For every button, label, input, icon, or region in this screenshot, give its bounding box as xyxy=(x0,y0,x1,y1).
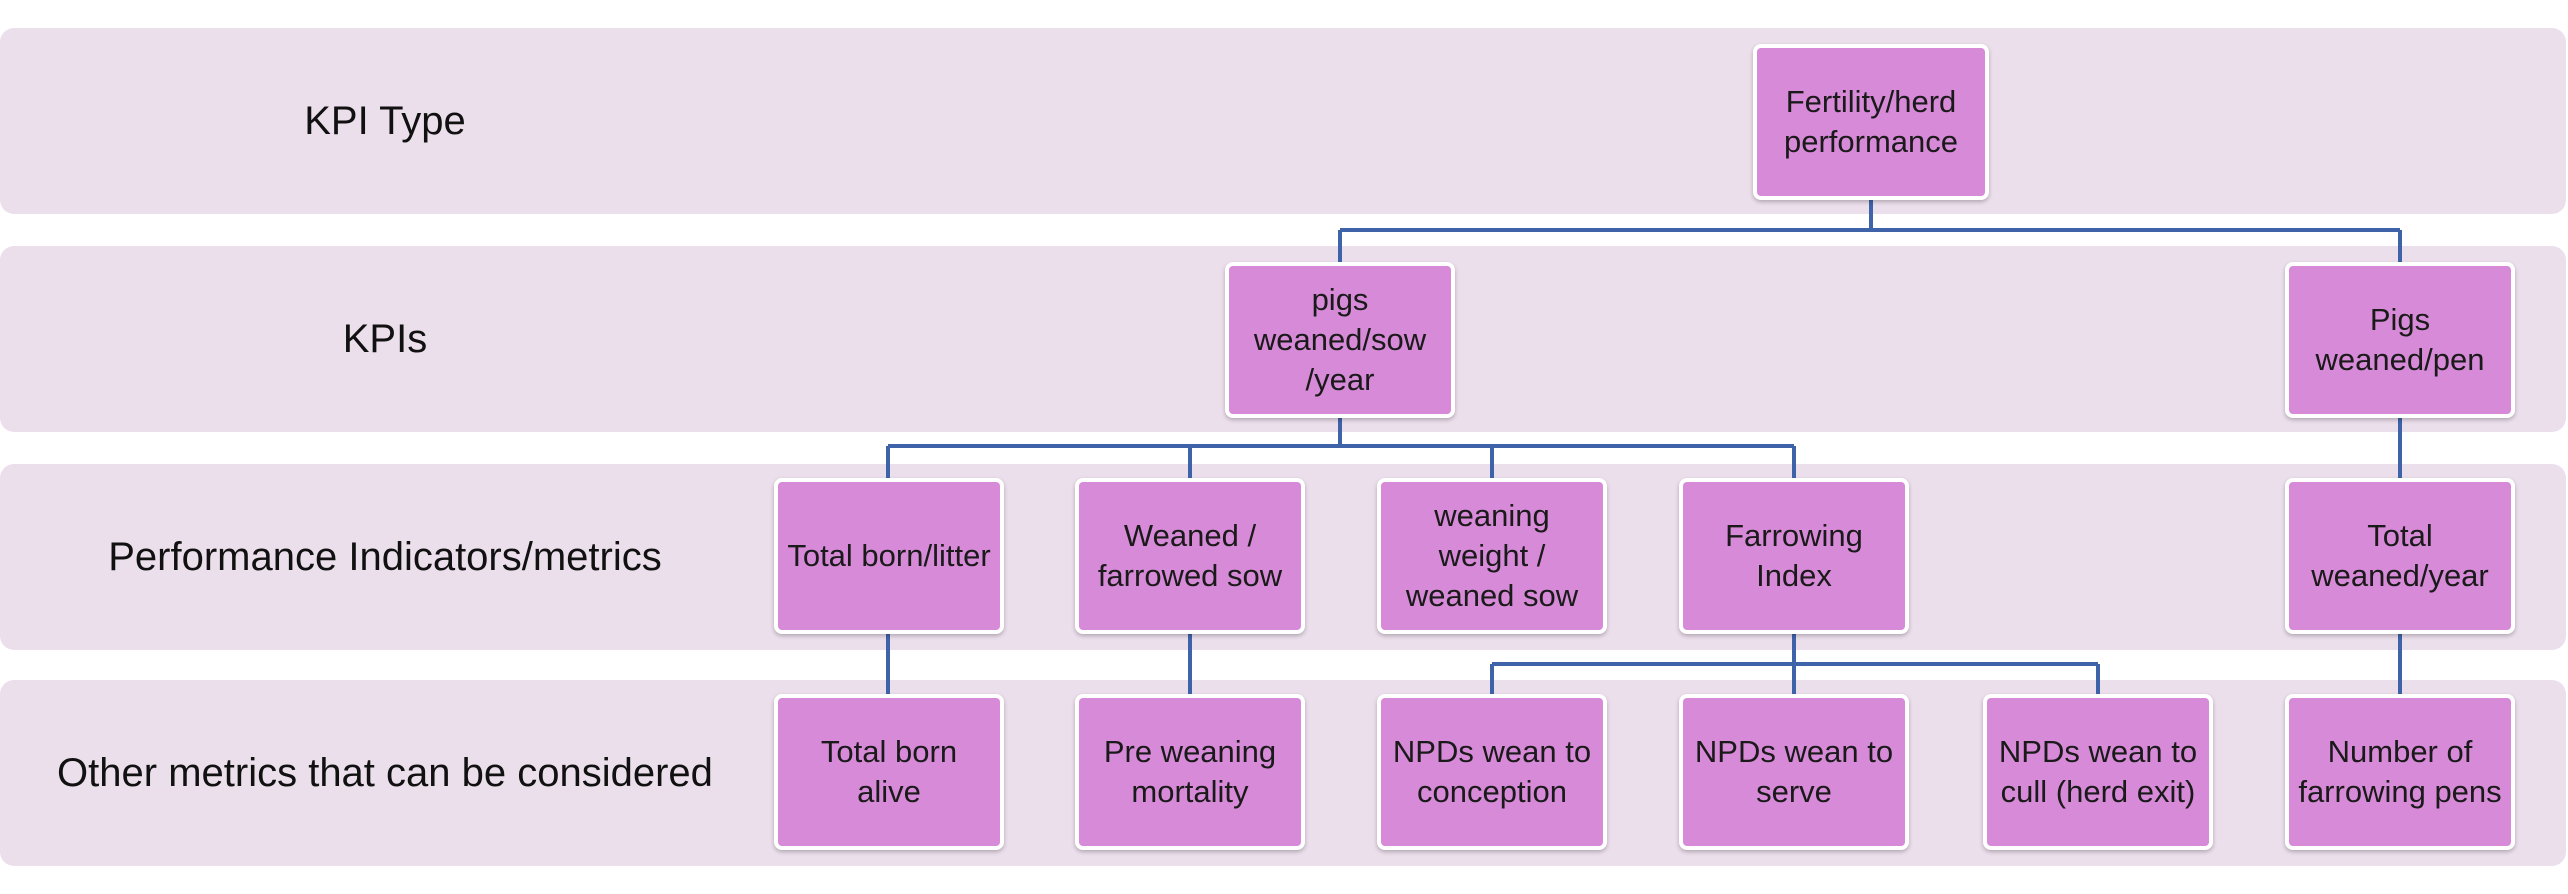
node-farrowing-index: Farrowing Index xyxy=(1679,478,1909,634)
node-pigs-weaned-sow-year: pigs weaned/sow /year xyxy=(1225,262,1455,418)
node-total-born-alive: Total born alive xyxy=(774,694,1004,850)
node-total-weaned-year: Total weaned/year xyxy=(2285,478,2515,634)
node-total-born-litter: Total born/litter xyxy=(774,478,1004,634)
node-weaning-weight-weaned-sow: weaning weight / weaned sow xyxy=(1377,478,1607,634)
node-pigs-weaned-pen: Pigs weaned/pen xyxy=(2285,262,2515,418)
node-pre-weaning-mortality: Pre weaning mortality xyxy=(1075,694,1305,850)
node-weaned-farrowed-sow: Weaned / farrowed sow xyxy=(1075,478,1305,634)
row-label-other-metrics: Other metrics that can be considered xyxy=(57,750,713,795)
row-label-kpi-type: KPI Type xyxy=(304,98,466,143)
row-label-performance-indicators: Performance Indicators/metrics xyxy=(108,534,662,579)
row-band-kpi-type xyxy=(0,28,2566,214)
node-npds-wean-to-serve: NPDs wean to serve xyxy=(1679,694,1909,850)
node-fertility-herd-performance: Fertility/herd performance xyxy=(1753,44,1989,200)
node-npds-wean-to-cull: NPDs wean to cull (herd exit) xyxy=(1983,694,2213,850)
node-number-of-farrowing-pens: Number of farrowing pens xyxy=(2285,694,2515,850)
node-npds-wean-to-conception: NPDs wean to conception xyxy=(1377,694,1607,850)
row-label-kpis: KPIs xyxy=(342,316,428,361)
